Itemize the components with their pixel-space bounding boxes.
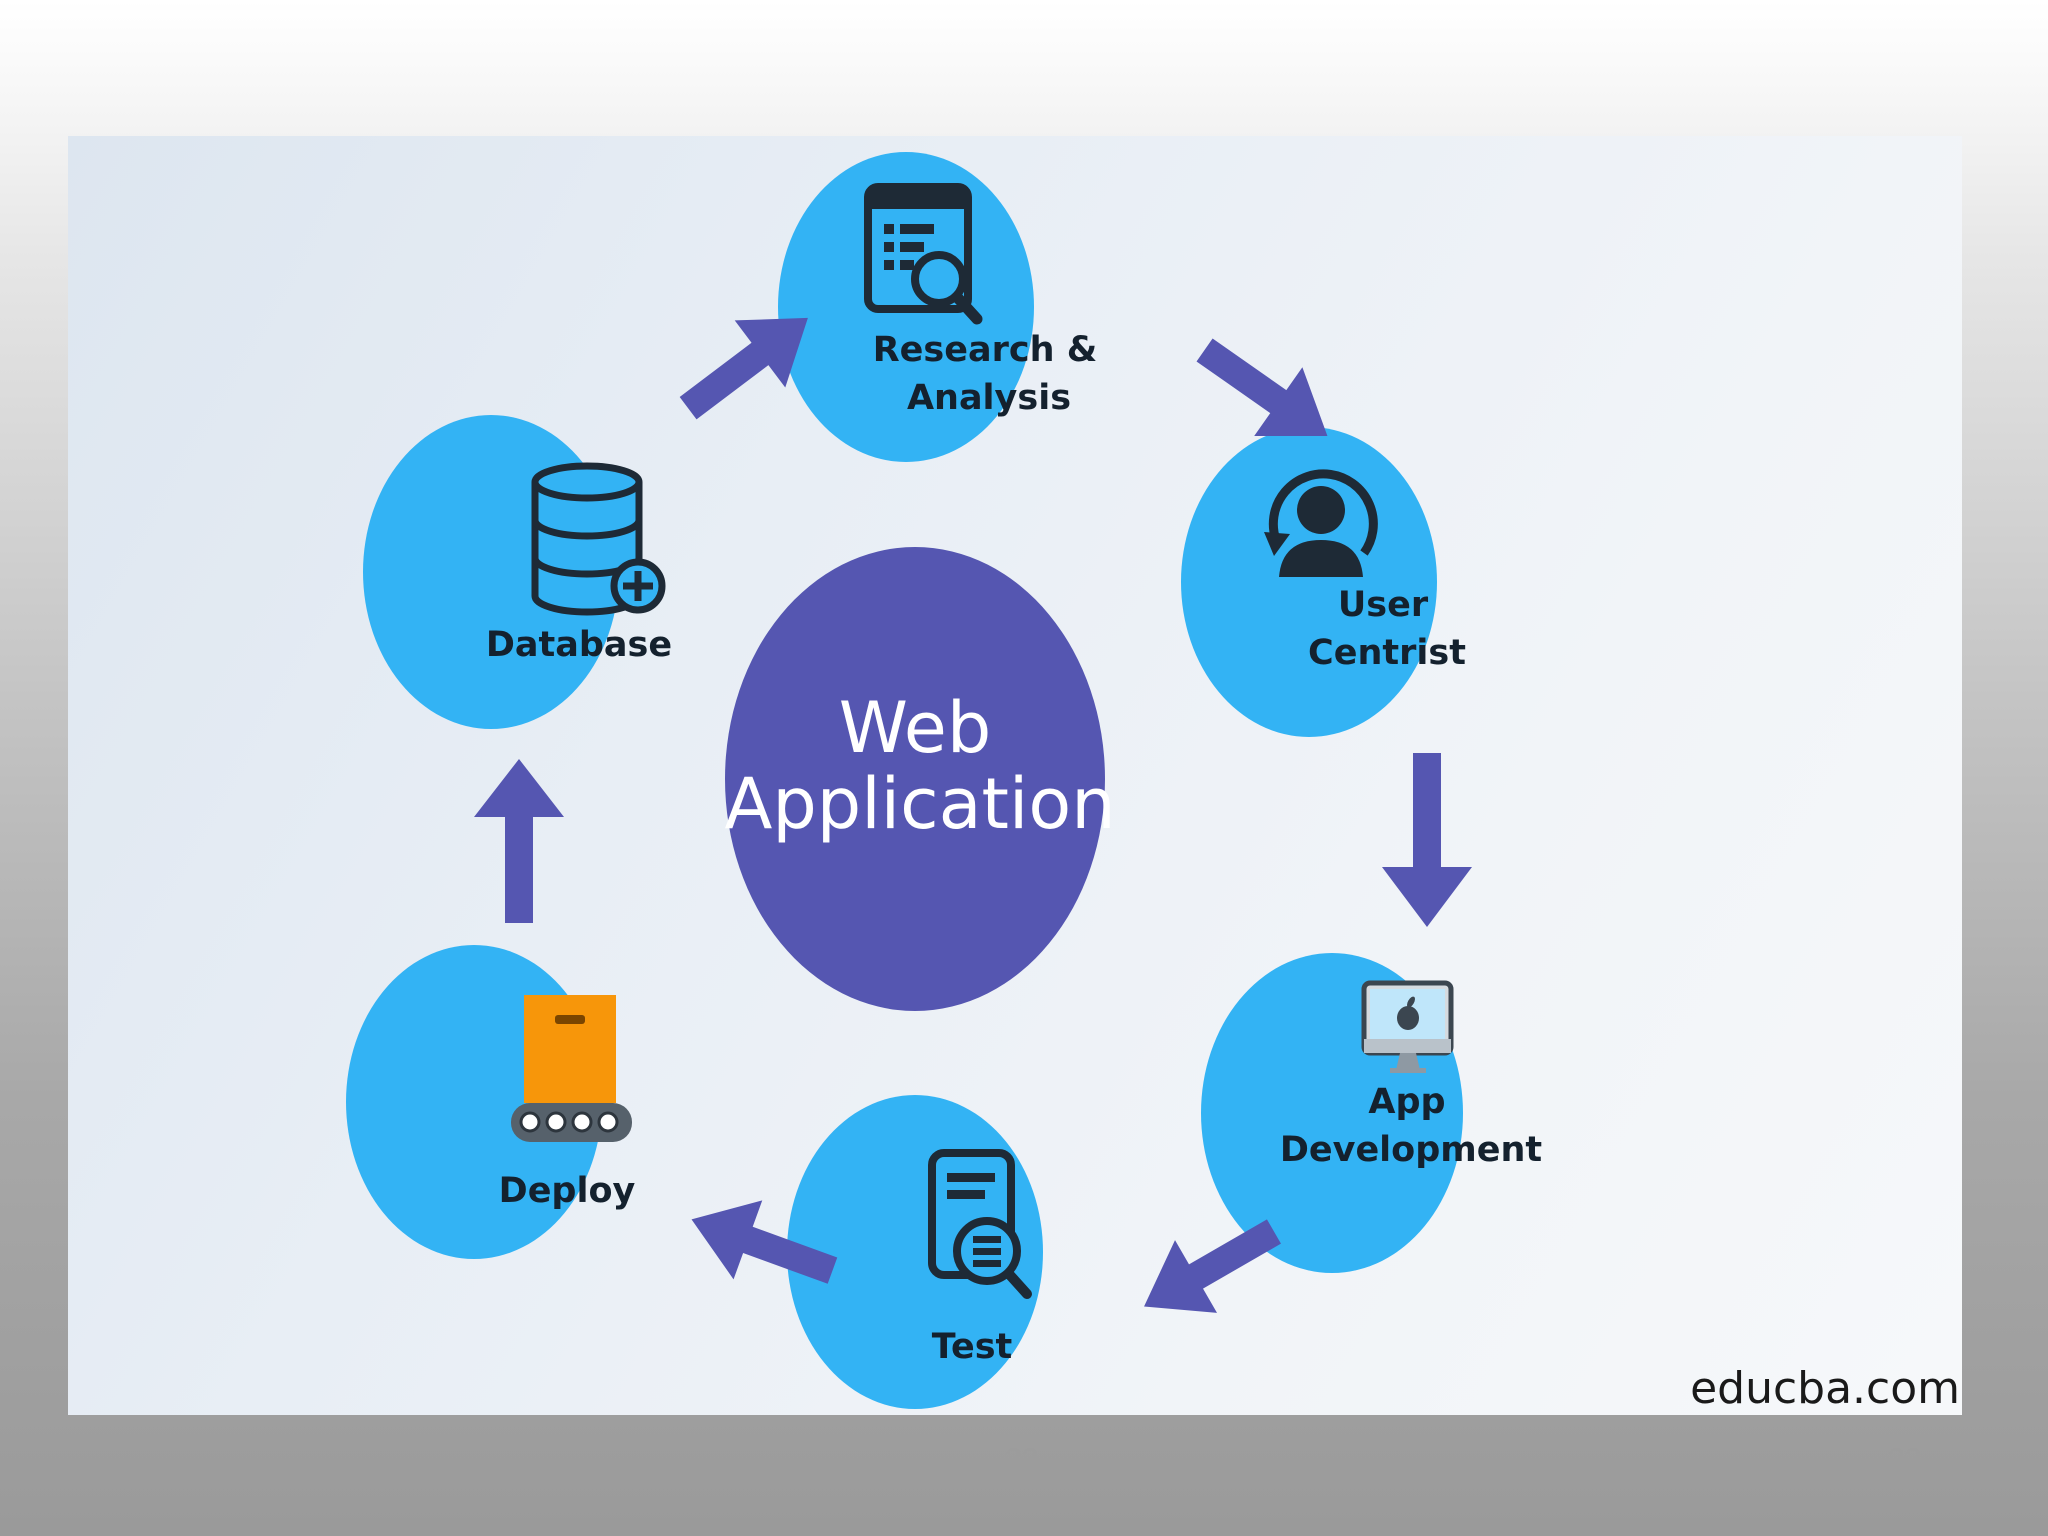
watermark-label: educba.com	[1690, 1363, 1960, 1414]
center-label-line2: Application	[724, 763, 1115, 845]
web-application-cycle-diagram: Web Application Research & Ana	[346, 152, 1960, 1414]
arrow-database-to-research	[679, 317, 808, 420]
center-label-line1: Web	[839, 687, 992, 769]
box-conveyor-icon	[511, 995, 632, 1142]
arrow-user-to-app	[1382, 753, 1472, 927]
arrow-test-to-deploy	[691, 1200, 838, 1284]
imac-apple-icon	[1361, 980, 1454, 1073]
test-label: Test	[932, 1327, 1013, 1367]
research-label-line2: Analysis	[907, 378, 1071, 418]
app-label-line1: App	[1368, 1082, 1445, 1122]
arrow-research-to-user	[1196, 338, 1328, 437]
page-number-right: 22	[1888, 1443, 1922, 1476]
app-label-line2: Development	[1280, 1130, 1542, 1170]
deploy-label: Deploy	[499, 1171, 636, 1211]
slide-image: Web Application Research & Ana	[68, 136, 1962, 1415]
document-search-icon	[864, 183, 983, 325]
research-label-line1: Research &	[873, 330, 1098, 370]
arrow-deploy-to-database	[474, 759, 564, 923]
user-label-line2: Centrist	[1308, 633, 1466, 673]
document-magnifier-icon	[928, 1149, 1032, 1299]
arrow-app-to-test	[1144, 1219, 1281, 1313]
user-label-line1: User	[1338, 585, 1429, 625]
center-circle	[725, 547, 1105, 1011]
database-label: Database	[486, 625, 672, 665]
page-number-center: 22	[1005, 1443, 1039, 1476]
database-add-icon	[531, 462, 666, 616]
user-refresh-icon	[1264, 469, 1378, 577]
